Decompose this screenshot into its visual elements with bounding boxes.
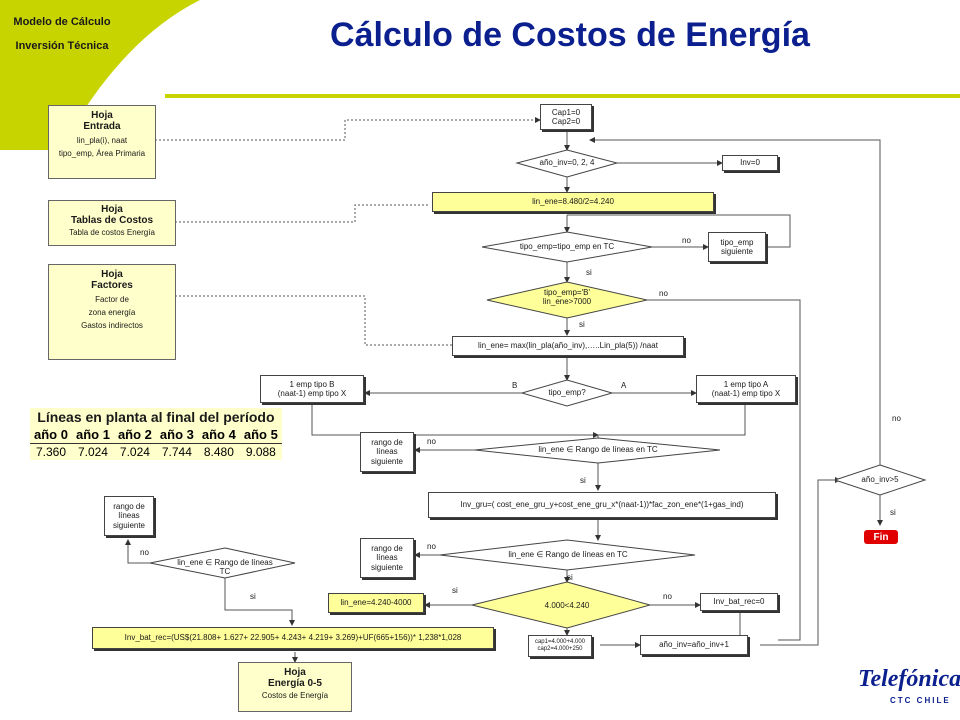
inv0-box: Inv=0 [722, 155, 778, 171]
label-si-2: si [579, 320, 585, 329]
title-rule [165, 94, 960, 98]
label-no-1: no [682, 236, 691, 245]
rango-sig-box-1: rango de líneas siguiente [360, 432, 414, 472]
page-title: Cálculo de Costos de Energía [330, 16, 810, 54]
model-title: Modelo de Cálculo [13, 16, 111, 28]
inv-gru-box: Inv_gru=( cost_ene_gru_y+cost_ene_gru_x*… [428, 492, 776, 518]
label-si-3: si [580, 476, 586, 485]
rango-cond3-text: lin_ene ∈ Rango de líneas TC [177, 558, 273, 577]
label-no-5: no [663, 592, 672, 601]
sheet-factores: Hoja Factores Factor de zona energía Gas… [48, 264, 176, 360]
lin-ene-4240-box: lin_ene=4.240-4000 [328, 593, 424, 613]
ano-inc-box: año_inv=año_inv+1 [640, 635, 748, 655]
sheet-entrada: Hoja Entrada lin_pla(i), naat tipo_emp, … [48, 105, 156, 179]
ctc-chile-label: CTC CHILE [890, 696, 951, 705]
lineas-table-title: Líneas en planta al final del período [37, 409, 275, 425]
ano-inv-cond-text: año_inv=0, 2, 4 [539, 158, 595, 167]
year-header: año 1 [71, 426, 114, 444]
year-header: año 4 [197, 426, 240, 444]
tipo-emp-diamond [481, 231, 653, 263]
tipo-emp-sig-box: tipo_emp siguiente [708, 232, 766, 262]
rango-sig-box-2: rango de líneas siguiente [360, 538, 414, 578]
year-header: año 2 [113, 426, 156, 444]
rango-diamond-3 [149, 547, 296, 579]
rango-diamond-1 [474, 437, 721, 464]
tipo-b-diamond [486, 281, 648, 319]
year-value: 7.360 [35, 445, 66, 459]
year-header: año 3 [155, 426, 198, 444]
range-4000-diamond [471, 581, 652, 629]
emp-b-box: 1 emp tipo B (naat-1) emp tipo X [260, 375, 364, 403]
lin-ene-box: lin_ene=8.480/2=4.240 [432, 192, 714, 212]
ano-gt5-text: año_inv>5 [861, 475, 899, 484]
model-subtitle: Inversión Técnica [15, 40, 109, 52]
year-header: año 0 [30, 426, 72, 444]
range-4000-text: 4.000<4.240 [544, 601, 590, 610]
year-value: 8.480 [203, 445, 234, 459]
year-value: 7.024 [77, 445, 108, 459]
label-si-5: si [452, 586, 458, 595]
fin-terminal: Fin [864, 530, 898, 544]
tipo-b-cond-text: tipo_emp='B' lin_ene>7000 [542, 288, 592, 307]
inv-bat-0-box: Inv_bat_rec=0 [700, 593, 778, 611]
label-si-7: si [890, 508, 896, 517]
label-si-1: si [586, 268, 592, 277]
ano-inv-diamond [515, 149, 619, 178]
sheet-energia: Hoja Energía 0-5 Costos de Energía [238, 662, 352, 712]
tipo-emp-q-text: tipo_emp? [548, 388, 586, 397]
year-value: 7.024 [119, 445, 150, 459]
label-no-2: no [659, 289, 668, 298]
sheet-tablas: Hoja Tablas de Costos Tabla de costos En… [48, 200, 176, 246]
tipo-emp-cond-text: tipo_emp=tipo_emp en TC [519, 242, 615, 251]
lin-ene-max-box: lin_ene= max(lin_pla(año_inv),…..Lin_pla… [452, 336, 684, 356]
tipo-emp-q-diamond [520, 379, 614, 407]
label-si-4: si [567, 573, 573, 582]
lineas-planta-table: Líneas en planta al final del período añ… [30, 408, 282, 460]
ano-gt5-diamond [833, 464, 927, 496]
label-b: B [512, 381, 518, 390]
year-header: año 5 [239, 426, 282, 444]
rango-cond-text: lin_ene ∈ Rango de líneas en TC [538, 445, 658, 454]
inv-bat-rec-box: Inv_bat_rec=(US$(21.808+ 1.627+ 22.905+ … [92, 627, 494, 649]
cap-box: Cap1=0 Cap2=0 [540, 104, 592, 130]
year-value: 7.744 [161, 445, 192, 459]
rango-diamond-2 [439, 539, 696, 571]
label-no-7: no [892, 414, 901, 423]
emp-a-box: 1 emp tipo A (naat-1) emp tipo X [696, 375, 796, 403]
cap-small-box: cap1=4.000+4.000 cap2=4.000+250 [528, 635, 592, 657]
label-no-3: no [427, 437, 436, 446]
year-value: 9.088 [245, 445, 276, 459]
label-no-6: no [140, 548, 149, 557]
rango-sig-box-3: rango de líneas siguiente [104, 496, 154, 536]
rango-cond2-text: lin_ene ∈ Rango de líneas en TC [508, 550, 628, 559]
label-si-6: si [250, 592, 256, 601]
label-a: A [621, 381, 627, 390]
telefonica-logo: Telefónica [858, 666, 960, 692]
label-no-4: no [427, 542, 436, 551]
